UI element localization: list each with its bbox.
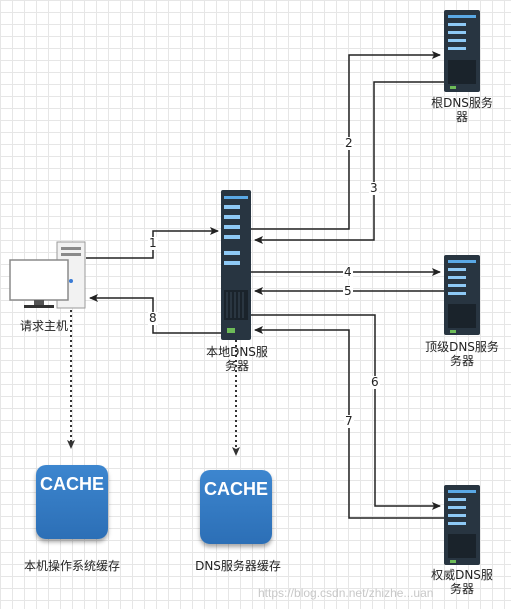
local-dns-label-line1: 本地DNS服 [206,345,268,359]
host-computer-icon [9,241,86,309]
auth-dns-label: 权威DNS服 务器 [420,568,504,596]
local-dns-server-icon [221,190,251,340]
auth-dns-label-line2: 务器 [449,582,474,596]
tld-dns-label-line2: 务器 [449,354,474,368]
dns-cache-label: DNS服务器缓存 [195,559,281,573]
tld-dns-server-icon [444,255,480,335]
edge-2-label: 2 [344,136,354,150]
tld-dns-label: 顶级DNS服务 务器 [418,340,506,368]
root-dns-label-line1: 根DNS服务 [431,96,493,110]
host-label: 请求主机 [19,319,68,333]
edge-4-label: 4 [343,265,353,279]
edge-6-label: 6 [370,375,380,389]
tld-dns-label-line1: 顶级DNS服务 [425,340,499,354]
host-cache-label: 本机操作系统缓存 [23,559,120,573]
watermark-text: https://blog.csdn.net/zhizhe...uan [258,586,434,600]
root-dns-label-line2: 器 [455,110,468,124]
authoritative-dns-server-icon [444,485,480,565]
edge-3-label: 3 [369,181,379,195]
host-cache-icon: CACHE [36,465,108,539]
dns-cache-icon: CACHE [200,470,272,544]
edge-1-label: 1 [148,236,158,250]
local-dns-label: 本地DNS服 务器 [197,345,277,373]
auth-dns-label-line1: 权威DNS服 [431,568,493,582]
local-dns-label-line2: 务器 [224,359,249,373]
edge-8-label: 8 [148,311,158,325]
edge-5-label: 5 [343,284,353,298]
edge-6-local-to-auth [251,314,441,510]
root-dns-label: 根DNS服务 器 [422,96,502,124]
edge-7-label: 7 [344,414,354,428]
edge-3-root-to-local [254,81,444,244]
root-dns-server-icon [444,10,480,92]
